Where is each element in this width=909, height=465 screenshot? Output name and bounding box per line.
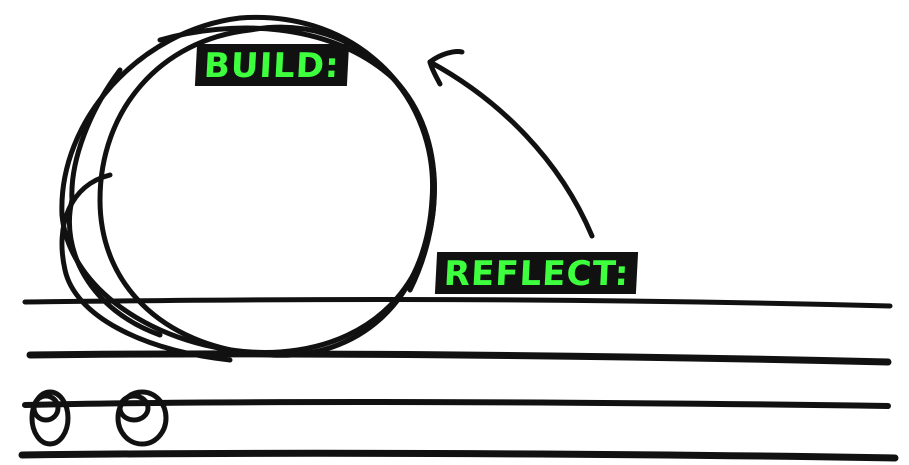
build-label: BUILD: — [195, 44, 349, 86]
ground-lines — [22, 300, 895, 459]
reflect-label: REFLECT: — [435, 252, 639, 294]
small-wheel-left — [32, 392, 68, 444]
ball-motion-trail — [62, 175, 230, 360]
cycle-arrow — [430, 51, 592, 236]
small-wheel-right — [118, 392, 166, 444]
